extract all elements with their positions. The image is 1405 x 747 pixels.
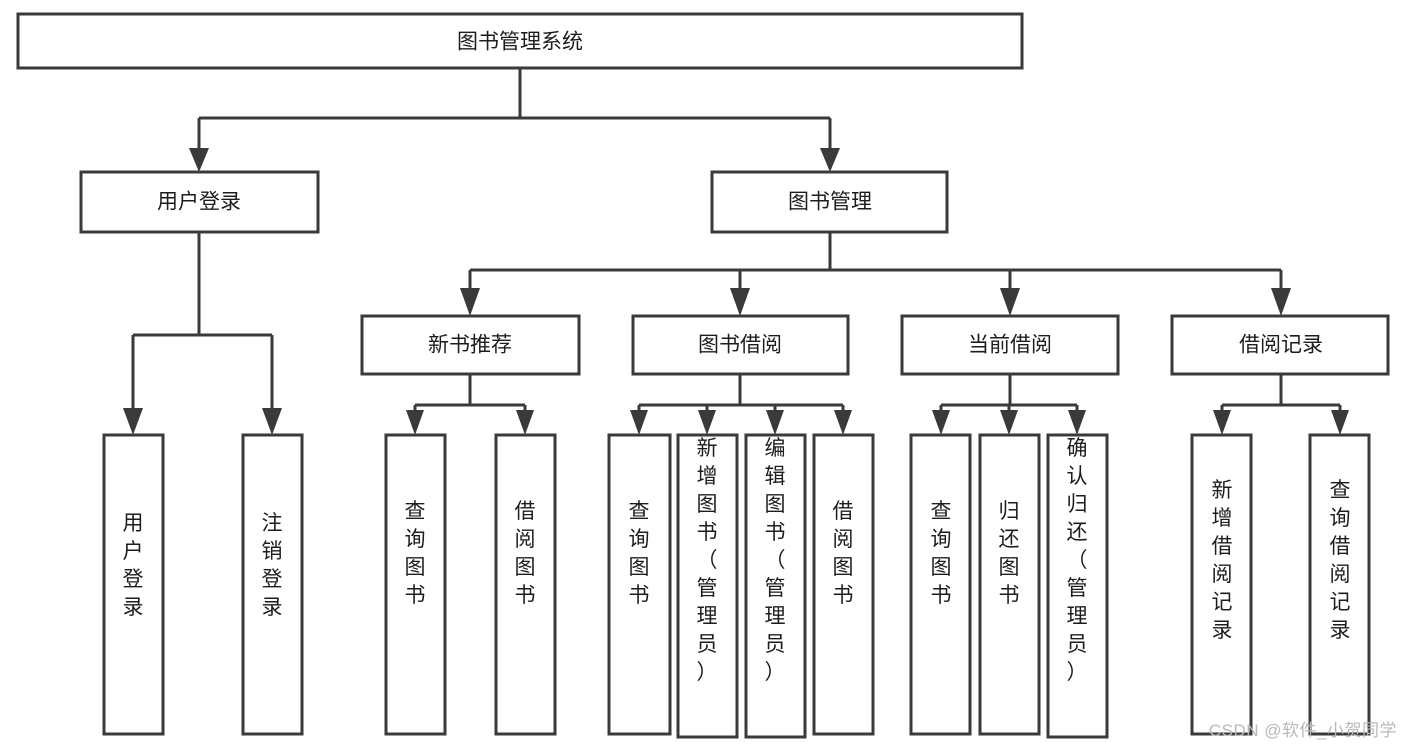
leaf-node[interactable]: 用户登录: [102, 433, 165, 736]
node-current-borrow-box[interactable]: [900, 314, 1120, 376]
arrow-icon-bookborrow-leaf-2: [698, 410, 716, 435]
arrow-icon-userlogin-leaf-1: [123, 408, 143, 435]
arrow-icon-bookborrow-leaf-4: [834, 410, 852, 435]
leaf-node[interactable]: 编辑图书（管理员）: [744, 433, 807, 739]
node-book-borrow[interactable]: 图书借阅: [631, 314, 850, 376]
arrowhead-group: [123, 148, 1349, 435]
arrow-icon-bookborrow-leaf-1: [630, 410, 648, 435]
arrow-icon-to-newbook: [460, 288, 480, 316]
leaf-currentborrow-confirm-box[interactable]: [1046, 433, 1109, 739]
node-borrow-record[interactable]: 借阅记录: [1170, 314, 1390, 376]
node-root[interactable]: 图书管理系统: [16, 12, 1024, 70]
leaf-user-login-box[interactable]: [102, 433, 165, 736]
node-user-login-box[interactable]: [79, 170, 320, 234]
leaf-user-logout-box[interactable]: [241, 433, 304, 736]
leaf-node[interactable]: 借阅图书: [812, 433, 875, 736]
node-book-management-label: 图书管理: [788, 191, 872, 214]
node-borrow-record-label: 借阅记录: [1239, 334, 1323, 357]
leaf-newbook-borrow-label: 借阅图书: [515, 500, 536, 607]
arrow-icon-currentborrow-leaf-2: [1000, 410, 1018, 435]
leaf-user-logout-label: 注销登录: [262, 512, 283, 619]
leaf-currentborrow-return-box[interactable]: [978, 433, 1041, 736]
node-book-borrow-box[interactable]: [631, 314, 850, 376]
arrow-icon-currentborrow-leaf-1: [932, 410, 950, 435]
leaf-currentborrow-return-label: 归还图书: [999, 500, 1020, 607]
node-book-management-box[interactable]: [710, 170, 949, 234]
node-current-borrow[interactable]: 当前借阅: [900, 314, 1120, 376]
node-current-borrow-label: 当前借阅: [968, 334, 1052, 357]
leaf-user-login-label: 用户登录: [123, 512, 144, 619]
leaf-newbook-borrow-box[interactable]: [494, 433, 557, 736]
leaf-bookborrow-borrow-label: 借阅图书: [833, 500, 854, 607]
node-book-management[interactable]: 图书管理: [710, 170, 949, 234]
leaf-borrowrecord-add-label: 新增借阅记录: [1212, 479, 1233, 642]
arrow-icon-currentborrow-leaf-3: [1068, 410, 1086, 435]
node-new-book-recommend[interactable]: 新书推荐: [360, 314, 581, 376]
leaf-bookborrow-add-box[interactable]: [676, 433, 739, 739]
arrow-icon-borrowrecord-leaf-1: [1213, 410, 1231, 435]
leaf-borrowrecord-query-label: 查询借阅记录: [1330, 479, 1351, 642]
leaf-newbook-query-box[interactable]: [384, 433, 447, 736]
arrow-icon-userlogin-leaf-2: [262, 408, 282, 435]
leaf-node[interactable]: 查询图书: [909, 433, 972, 736]
node-new-book-recommend-label: 新书推荐: [428, 334, 512, 357]
arrow-icon-to-currentborrow: [1000, 288, 1020, 316]
node-book-borrow-label: 图书借阅: [698, 334, 782, 357]
leaf-bookborrow-edit-box[interactable]: [744, 433, 807, 739]
leaf-currentborrow-query-label: 查询图书: [931, 500, 952, 607]
node-user-login-label: 用户登录: [157, 191, 241, 214]
node-user-login[interactable]: 用户登录: [79, 170, 320, 234]
arrow-icon-borrowrecord-leaf-2: [1331, 410, 1349, 435]
leaf-node[interactable]: 查询借阅记录: [1308, 433, 1371, 736]
leaf-newbook-query-label: 查询图书: [405, 500, 426, 607]
leaf-borrowrecord-add-box[interactable]: [1190, 433, 1253, 736]
arrow-icon-to-bookmgmt: [820, 148, 840, 172]
arrow-icon-bookborrow-leaf-3: [766, 410, 784, 435]
arrow-icon-newbook-leaf-2: [516, 410, 534, 435]
leaf-currentborrow-query-box[interactable]: [909, 433, 972, 736]
leaf-node[interactable]: 归还图书: [978, 433, 1041, 736]
leaf-bookborrow-query-box[interactable]: [607, 433, 672, 736]
leaf-bookborrow-query-label: 查询图书: [629, 500, 650, 607]
leaf-bookborrow-edit-label: 编辑图书（管理员）: [765, 437, 786, 684]
leaf-node[interactable]: 查询图书: [384, 433, 447, 736]
node-root-label: 图书管理系统: [457, 31, 583, 54]
leaf-node[interactable]: 注销登录: [241, 433, 304, 736]
node-borrow-record-box[interactable]: [1170, 314, 1390, 376]
leaf-node[interactable]: 查询图书: [607, 433, 672, 736]
leaf-node[interactable]: 借阅图书: [494, 433, 557, 736]
arrow-icon-to-userlogin: [189, 148, 209, 172]
arrow-icon-to-borrowrecord: [1271, 288, 1291, 316]
node-root-box[interactable]: [16, 12, 1024, 70]
leaf-node[interactable]: 确认归还（管理员）: [1046, 433, 1109, 739]
arrow-icon-to-bookborrow: [730, 288, 750, 316]
node-new-book-recommend-box[interactable]: [360, 314, 581, 376]
leaf-borrowrecord-query-box[interactable]: [1308, 433, 1371, 736]
leaf-node[interactable]: 新增借阅记录: [1190, 433, 1253, 736]
leaf-currentborrow-confirm-label: 确认归还（管理员）: [1067, 437, 1088, 684]
leaf-bookborrow-borrow-box[interactable]: [812, 433, 875, 736]
leaf-bookborrow-add-label: 新增图书（管理员）: [697, 437, 718, 684]
leaf-node[interactable]: 新增图书（管理员）: [676, 433, 739, 739]
arrow-icon-newbook-leaf-1: [406, 410, 424, 435]
